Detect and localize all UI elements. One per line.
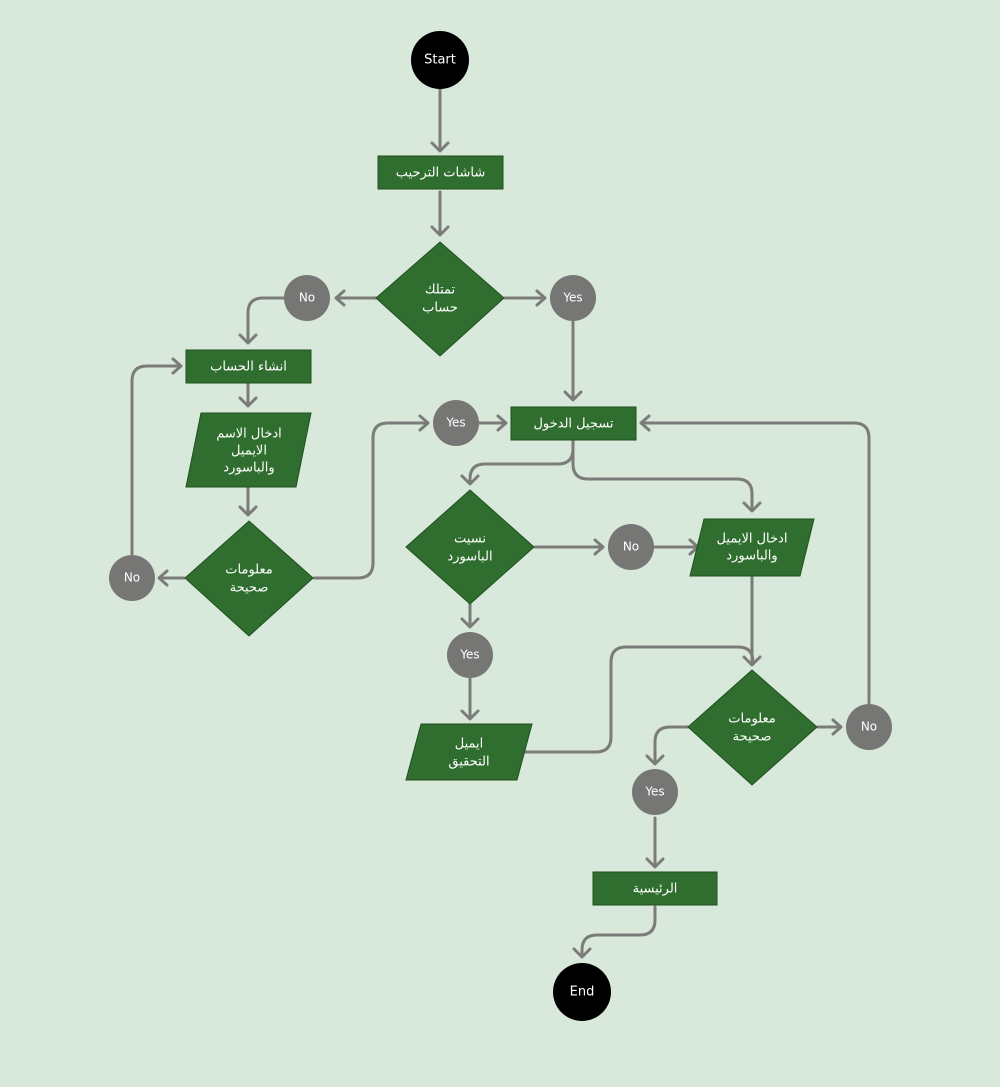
label-no-top-text: No	[299, 291, 315, 305]
verification-email-line2: التحقيق	[448, 755, 489, 770]
edge-home-to-end	[580, 905, 657, 958]
label-no-left: No	[109, 555, 155, 601]
arrowhead-yes-forgot	[460, 617, 480, 629]
create-account-label: انشاء الحساب	[210, 360, 287, 375]
start-label: Start	[424, 53, 456, 68]
arrowhead-enter-email-password	[742, 501, 762, 513]
arrowhead-create-account-loop	[171, 357, 183, 375]
edge-valid-right-to-yes	[653, 725, 690, 765]
enter-email-password-node: ادخال الايميل والباسورد	[689, 518, 815, 577]
label-no-right-text: No	[861, 720, 877, 734]
start-node: Start	[411, 31, 469, 89]
valid-info-left-line2: صحيحة	[230, 581, 269, 596]
edge-login-to-forgot-password	[468, 439, 575, 485]
end-node: End	[553, 963, 611, 1021]
label-yes-top-text: Yes	[562, 291, 582, 305]
label-yes-left-text: Yes	[445, 416, 465, 430]
has-account-line1: تمتلك	[425, 283, 456, 298]
valid-info-right-line1: معلومات	[728, 712, 775, 727]
arrowhead-valid-right	[742, 655, 762, 667]
arrowhead-no-right	[831, 718, 843, 736]
arrowhead-login-loop-right	[639, 414, 651, 432]
arrowhead-login-from-left	[496, 414, 508, 432]
label-no-forgot: No	[608, 524, 654, 570]
login-label: تسجيل الدخول	[533, 417, 613, 432]
enter-name-email-password-line3: والباسورد	[223, 461, 274, 476]
label-no-forgot-text: No	[623, 540, 639, 554]
arrowhead-valid-left	[238, 505, 258, 517]
arrowhead-create-account	[238, 333, 258, 345]
arrowhead-no-top	[334, 289, 346, 307]
home-label: الرئيسية	[633, 882, 678, 897]
label-yes-top: Yes	[550, 275, 596, 321]
onboarding-label: شاشات الترحيب	[396, 166, 485, 181]
edge-login-to-enter-email-password	[571, 439, 754, 512]
enter-name-email-password-line2: الايميل	[231, 444, 267, 459]
arrowhead-home	[645, 857, 665, 869]
edge-no-right-back-to-login	[640, 421, 871, 705]
end-label: End	[570, 985, 595, 1000]
arrowhead-no-forgot	[593, 538, 605, 556]
forgot-password-line1: نسيت	[454, 532, 486, 547]
login-node: تسجيل الدخول	[510, 406, 637, 441]
label-yes-forgot: Yes	[447, 632, 493, 678]
label-yes-forgot-text: Yes	[459, 648, 479, 662]
home-node: الرئيسية	[592, 871, 718, 906]
valid-info-right-line2: صحيحة	[733, 730, 772, 745]
arrowhead-has-account	[430, 225, 450, 237]
valid-info-left-line1: معلومات	[225, 563, 272, 578]
edge-valid-left-to-yes	[312, 421, 429, 580]
has-account-line2: حساب	[422, 301, 458, 316]
verification-email-node: ايميل التحقيق	[405, 723, 533, 781]
arrowhead-yes-top	[535, 289, 547, 307]
edge-verification-email-to-valid-right	[516, 645, 755, 754]
edge-no-to-create-account	[246, 296, 287, 344]
label-yes-right-text: Yes	[644, 785, 664, 799]
enter-email-password-line1: ادخال الايميل	[717, 532, 788, 547]
arrowhead-verification-email	[460, 709, 480, 721]
label-yes-left: Yes	[433, 400, 479, 446]
verification-email-line1: ايميل	[455, 737, 484, 752]
arrowhead-enter-data	[238, 396, 258, 408]
forgot-password-line2: الباسورد	[447, 550, 492, 565]
label-no-right: No	[846, 704, 892, 750]
label-no-left-text: No	[124, 571, 140, 585]
arrowhead-yes-right	[645, 754, 665, 766]
enter-name-email-password-line1: ادخال الاسم	[216, 427, 282, 442]
edge-no-left-back-to-create-account	[130, 364, 182, 556]
onboarding-screens-node: شاشات الترحيب	[377, 155, 504, 190]
label-no-top: No	[284, 275, 330, 321]
arrowhead-login-from-yes	[563, 390, 583, 402]
arrowhead-no-left	[157, 569, 169, 587]
edges	[130, 86, 871, 959]
arrowhead-forgot-password	[460, 474, 480, 486]
arrowhead-yes-left	[418, 414, 430, 432]
enter-email-password-line2: والباسورد	[726, 549, 777, 564]
valid-info-right-decision: معلومات صحيحة	[687, 669, 818, 786]
valid-info-left-decision: معلومات صحيحة	[184, 520, 314, 637]
forgot-password-decision: نسيت الباسورد	[405, 489, 535, 605]
arrowhead-onboarding	[430, 141, 450, 153]
enter-name-email-password-node: ادخال الاسم الايميل والباسورد	[185, 412, 312, 488]
arrowhead-end	[572, 947, 592, 959]
create-account-node: انشاء الحساب	[185, 349, 312, 384]
label-yes-right: Yes	[632, 769, 678, 815]
has-account-decision: تمتلك حساب	[375, 241, 505, 357]
